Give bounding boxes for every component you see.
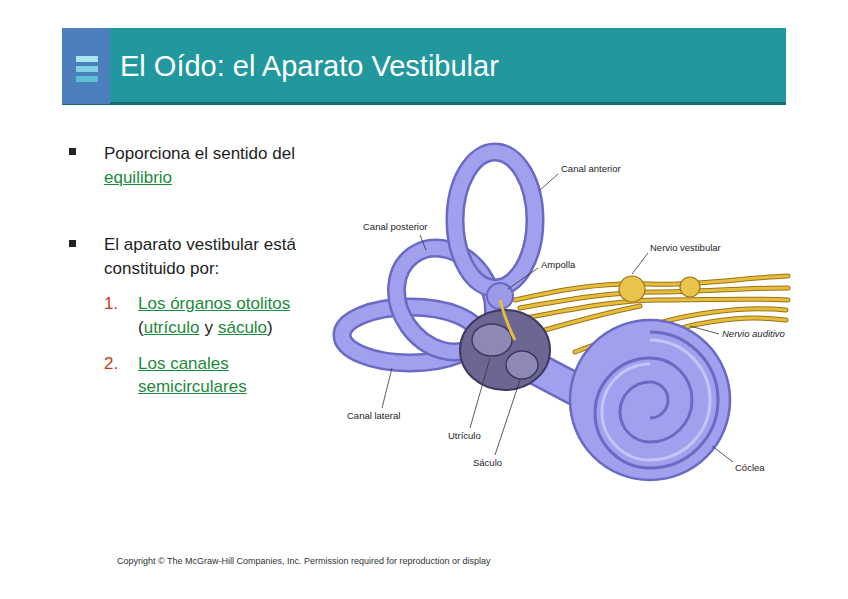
bullet-text: Poporciona el sentido del bbox=[104, 142, 295, 166]
leader-line bbox=[508, 268, 538, 289]
leader-line bbox=[495, 380, 520, 455]
cochlea bbox=[535, 320, 730, 480]
body-text: y bbox=[204, 316, 213, 340]
list-number: 2. bbox=[104, 352, 118, 375]
title-bar bbox=[62, 102, 786, 105]
bullet-square bbox=[69, 148, 76, 247]
part-label: Nervio auditivo bbox=[721, 328, 786, 340]
part-label: Canal lateral bbox=[346, 410, 401, 422]
semicircular-canals bbox=[377, 229, 514, 371]
leader-line bbox=[632, 253, 648, 274]
vestibule bbox=[500, 300, 515, 340]
leader-line bbox=[420, 235, 426, 250]
semicircular-canals bbox=[455, 152, 535, 288]
bullet-text: El aparato vestibular está constituido p… bbox=[104, 233, 319, 281]
semicircular-canals bbox=[342, 152, 535, 371]
bullet-square bbox=[69, 148, 76, 155]
part-label: Nervio vestibular bbox=[649, 242, 722, 254]
leader-line bbox=[470, 358, 490, 428]
cochlea bbox=[595, 332, 718, 468]
title-bar bbox=[76, 56, 98, 62]
leader-line bbox=[382, 368, 392, 408]
copyright-note: Copyright © The McGraw-Hill Companies, I… bbox=[117, 556, 491, 567]
list-number: 1. bbox=[104, 292, 118, 315]
title-bar bbox=[62, 28, 110, 104]
leader-line bbox=[690, 326, 719, 334]
title-bar bbox=[62, 28, 786, 104]
part-label: Canal anterior bbox=[560, 163, 622, 175]
vestibule bbox=[460, 300, 550, 390]
semicircular-canals bbox=[455, 152, 535, 288]
slide-title: El Oído: el Aparato Vestibular bbox=[120, 48, 499, 84]
bullet-square bbox=[69, 240, 76, 247]
vestibule bbox=[460, 310, 550, 390]
part-label: Sáculo bbox=[472, 457, 503, 469]
link-text: sáculo bbox=[218, 316, 267, 339]
part-label: Canal posterior bbox=[362, 221, 428, 233]
link-text: equilibrio bbox=[104, 166, 172, 189]
vestibule bbox=[472, 324, 512, 356]
nerve-bundle bbox=[619, 276, 645, 302]
cochlea bbox=[570, 320, 730, 480]
bracket-text: ) bbox=[267, 316, 273, 340]
title-bar bbox=[76, 76, 98, 82]
vestibule bbox=[506, 351, 538, 379]
leader-line bbox=[540, 174, 558, 190]
semicircular-canals bbox=[377, 229, 514, 371]
bracket-text: ( bbox=[138, 316, 144, 340]
part-label: Utrículo bbox=[447, 430, 482, 442]
link-text: Los órganos otolitos bbox=[138, 292, 290, 315]
nerve-bundle bbox=[680, 277, 700, 297]
cochlea bbox=[602, 340, 710, 460]
link-text: Los canales semicirculares bbox=[138, 352, 278, 398]
part-label: Cóclea bbox=[734, 462, 766, 474]
link-text: utrículo bbox=[144, 316, 200, 339]
leader-line bbox=[712, 446, 733, 462]
leader-line bbox=[382, 174, 733, 462]
title-bar bbox=[76, 66, 98, 72]
part-label: Ampolla bbox=[540, 259, 576, 271]
title-bar bbox=[62, 28, 786, 105]
